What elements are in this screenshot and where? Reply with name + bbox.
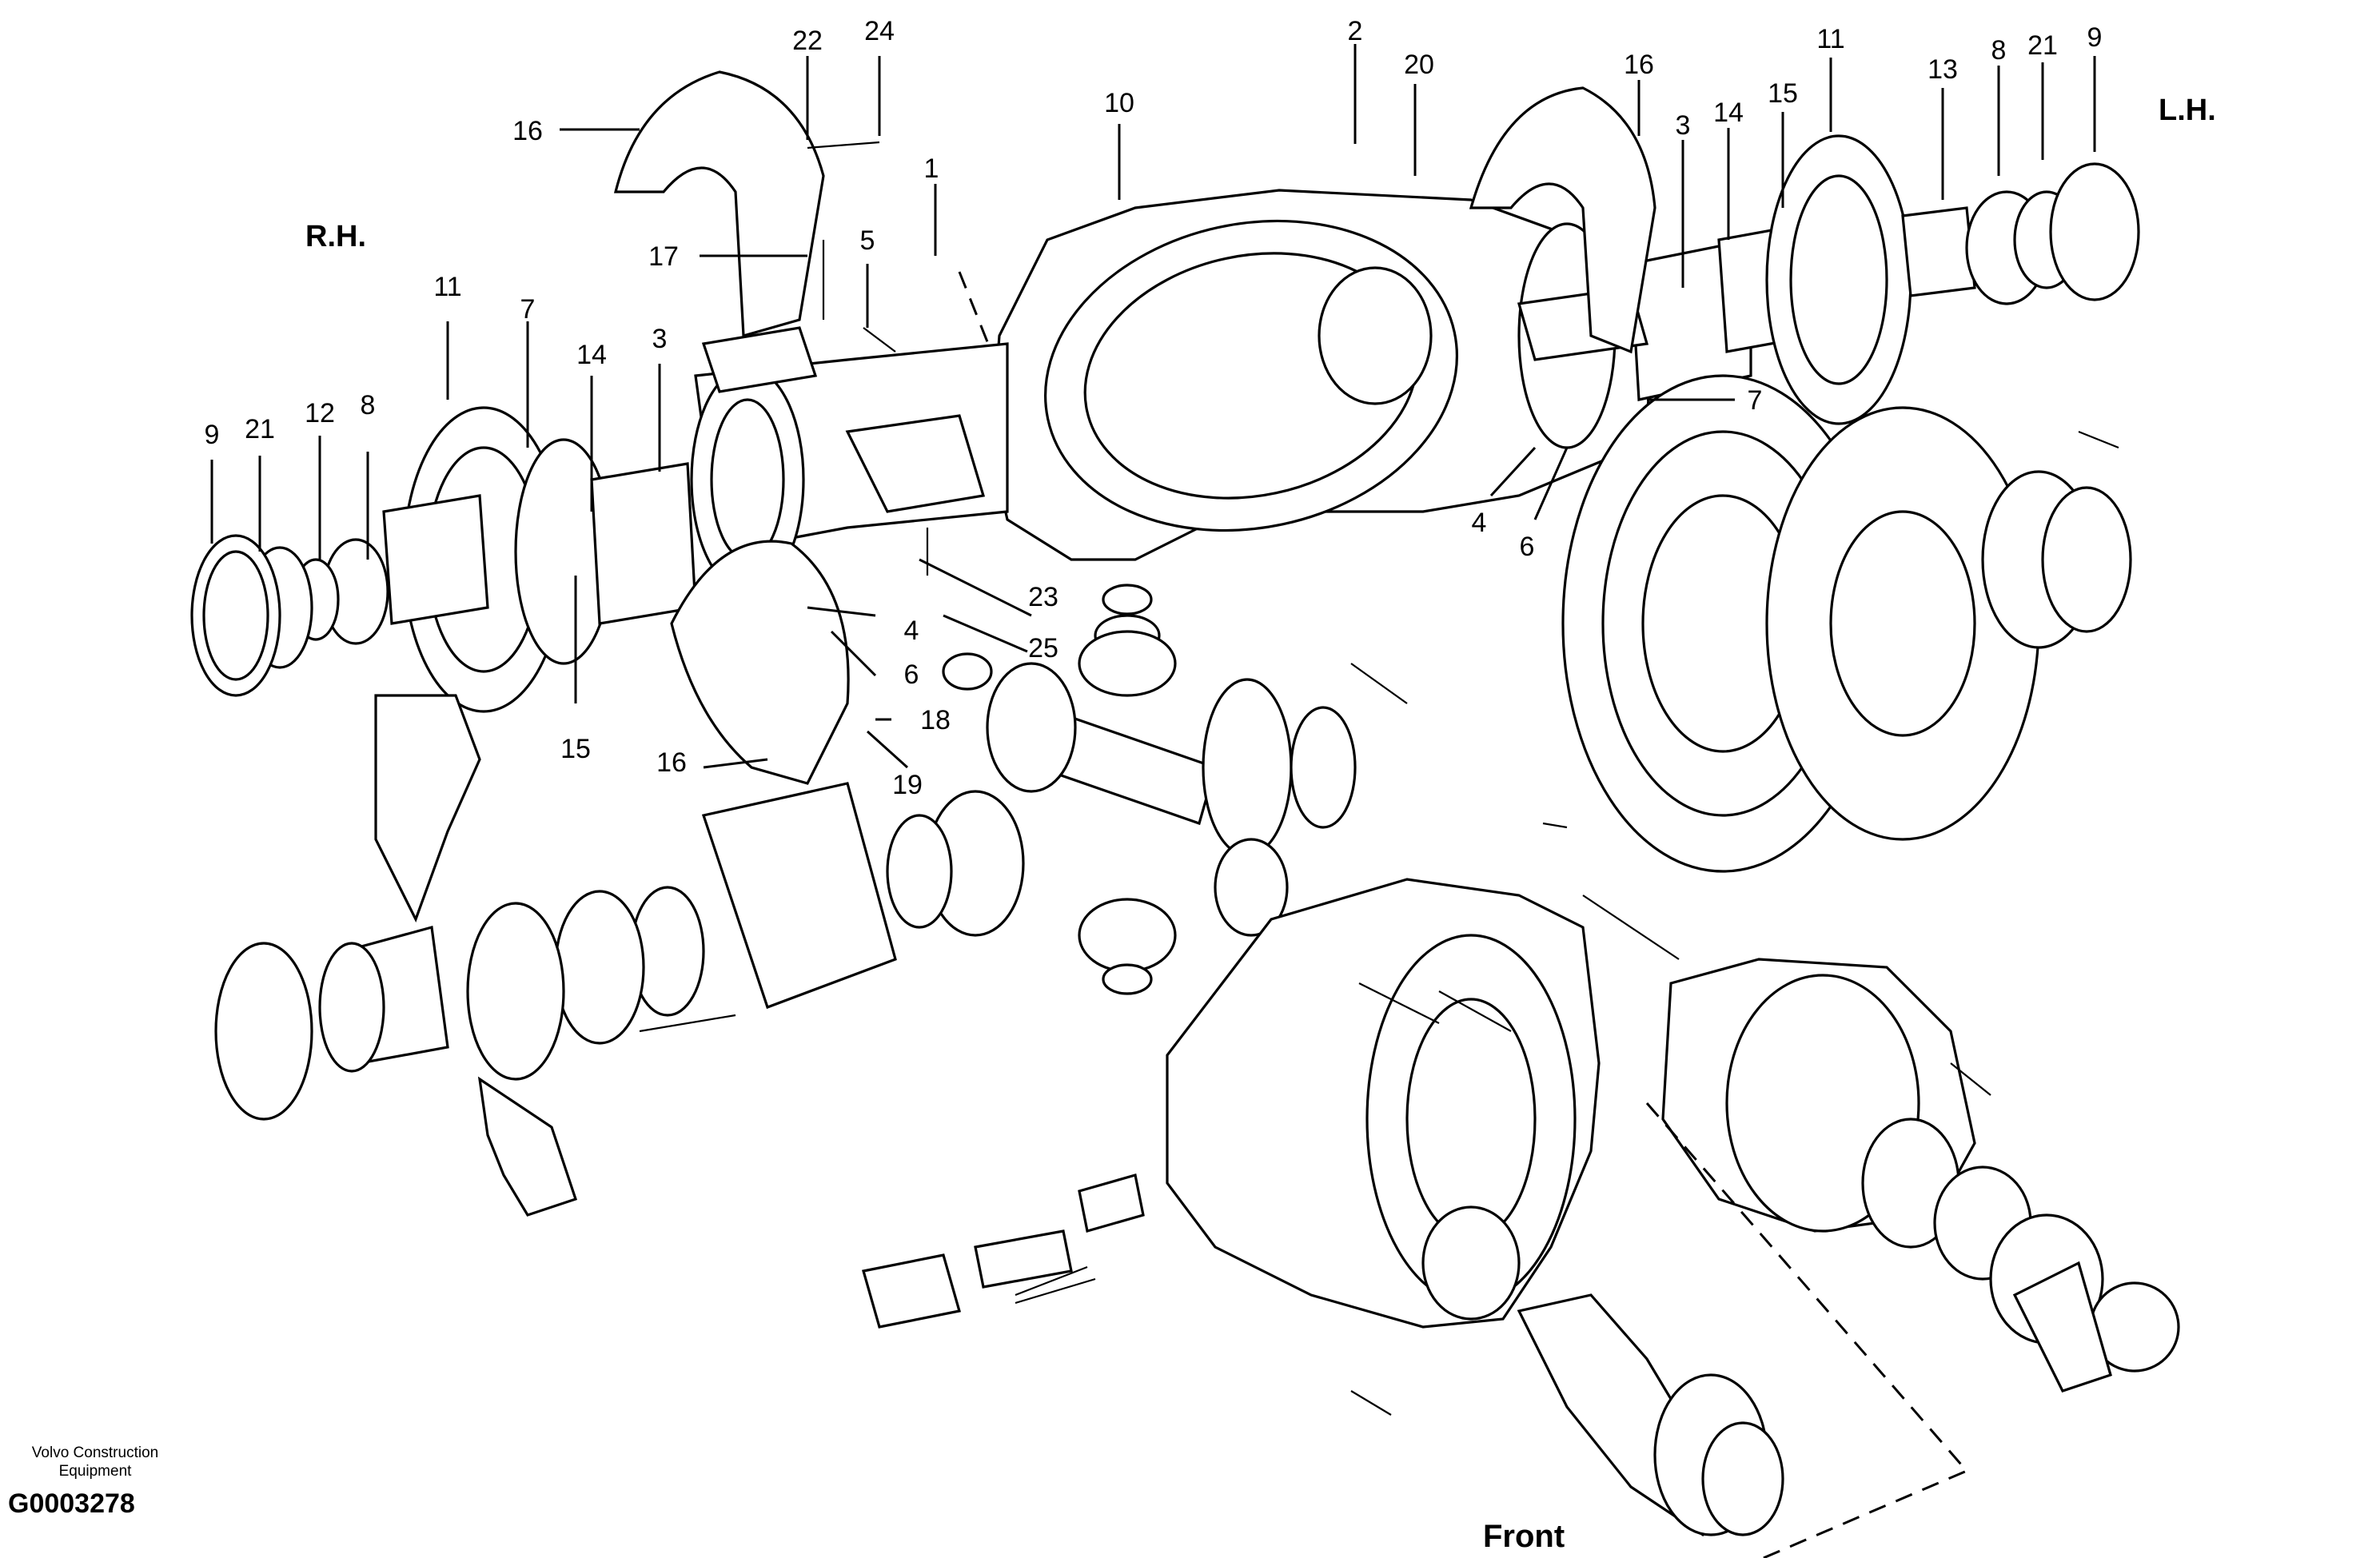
callout-21-lh: 21 [2027,30,2058,61]
callout-16-bottom: 16 [656,747,687,778]
bearing-caps [613,70,1656,785]
lh-hub-assembly [1717,134,2140,425]
callout-25: 25 [1028,633,1058,663]
callout-23: 23 [1028,582,1058,612]
differential-case-lh [1765,406,2132,841]
callout-7-lh: 7 [1748,385,1763,416]
callout-numbers: 1 2 20 10 22 24 16 17 5 16 3 14 15 11 13… [205,16,2103,800]
axle-housing [690,189,1752,593]
differential-carrier [1166,878,1601,1329]
leader-lines [210,44,2096,769]
callout-24: 24 [864,16,895,46]
pinion-housing [1661,958,2180,1393]
callout-21-rh: 21 [245,414,275,444]
callout-11-lh: 11 [1816,24,1844,54]
left-hand-label: L.H. [2159,94,2216,127]
callout-12: 12 [305,398,335,428]
callout-16-top-left: 16 [512,116,543,146]
callout-6-lh: 6 [1520,532,1535,562]
callout-7-rh: 7 [520,294,536,325]
callout-4-rh: 4 [904,616,919,646]
callout-17: 17 [648,241,679,272]
callout-13: 13 [1928,54,1958,85]
callout-15-lh: 15 [1768,78,1798,109]
publisher-credit-line-1: Volvo Construction [31,1444,159,1461]
differential-case-rh [214,694,1025,1217]
drive-pinion [1517,1293,1784,1537]
center-dashed-line [958,271,993,353]
callout-18: 18 [920,705,951,735]
publisher-credit: Volvo Construction Equipment [11,1444,179,1480]
rh-hub-assembly [190,406,697,713]
callout-9-rh: 9 [205,420,220,450]
callout-8-rh: 8 [361,390,376,420]
callout-14-rh: 14 [576,340,607,370]
callout-14-lh: 14 [1713,98,1744,128]
callout-19: 19 [892,770,923,800]
callout-5: 5 [860,225,875,256]
callout-8-lh: 8 [1991,35,2007,66]
callout-11-rh: 11 [433,272,461,302]
bolts [639,141,2119,1416]
callout-3-lh: 3 [1676,110,1691,141]
callout-10: 10 [1104,88,1134,118]
assembly-dashed-line [1645,1102,1969,1558]
right-hand-label: R.H. [305,220,366,253]
front-label: Front [1483,1519,1565,1554]
callout-3-rh: 3 [652,324,668,354]
callout-6-rh: 6 [904,659,919,690]
callout-20: 20 [1404,50,1434,80]
callout-22: 22 [792,26,823,56]
callout-2: 2 [1348,16,1363,46]
speed-sensor [861,1173,1145,1329]
callout-9-lh: 9 [2087,22,2103,53]
publisher-credit-line-2: Equipment [58,1463,132,1480]
callout-4-lh: 4 [1472,508,1487,538]
callout-1: 1 [924,153,939,184]
callout-16-top-right: 16 [1624,50,1654,80]
figure-code: G0003278 [8,1488,135,1519]
callout-15-rh: 15 [560,734,591,764]
differential-gears [942,584,1357,995]
